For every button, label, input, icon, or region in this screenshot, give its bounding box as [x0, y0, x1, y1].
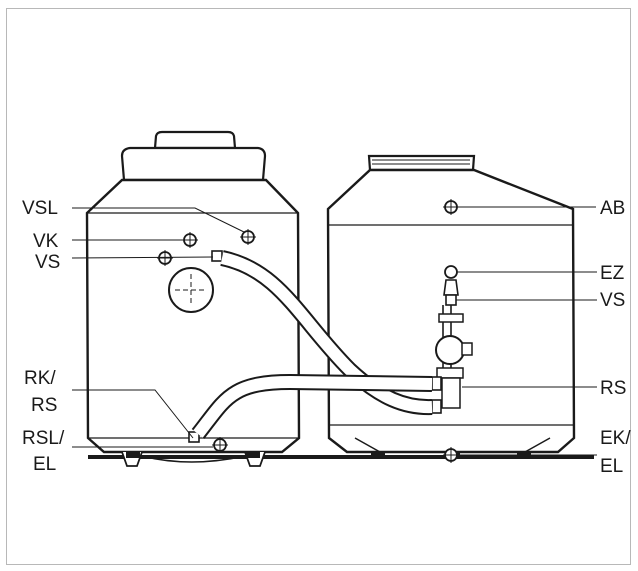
label-ek-el-2: EL: [600, 456, 623, 477]
leader-lines: [71, 206, 597, 456]
right-tank: [326, 154, 576, 463]
port-vk: [182, 232, 198, 248]
right-tank-foot-pad: [371, 451, 385, 458]
left-tank-lid: [120, 146, 267, 182]
valve-assembly: [435, 265, 473, 409]
label-ab: AB: [600, 198, 625, 219]
port-ek-el: [443, 447, 459, 463]
label-vsl: VSL: [22, 198, 58, 219]
label-rk-rs-1: RK/: [24, 368, 56, 389]
label-rsl-el-2: EL: [33, 454, 56, 475]
floor-line: [88, 455, 594, 459]
hose-supply: [220, 250, 433, 416]
label-vs-left: VS: [35, 252, 60, 273]
left-tank-foot-pad: [246, 451, 260, 458]
left-tank: [85, 130, 301, 467]
vs-fitting: [211, 250, 223, 262]
label-ek-el-1: EK/: [600, 428, 631, 449]
rk-fitting: [188, 431, 200, 443]
left-tank-foot-pad: [126, 451, 140, 458]
rs-fitting: [431, 376, 442, 391]
label-ez: EZ: [600, 263, 625, 284]
port-ez: [444, 265, 458, 279]
port-vs-left: [157, 250, 173, 266]
vs-hose-fitting: [431, 399, 442, 414]
pressure-gauge: [435, 335, 465, 365]
label-vk: VK: [33, 231, 59, 252]
label-rk-rs-2: RS: [31, 395, 57, 416]
left-tank-body: [85, 178, 301, 454]
label-rsl-el-1: RSL/: [22, 428, 65, 449]
hose-return: [191, 373, 433, 439]
label-vs-right: VS: [600, 290, 625, 311]
port-ab: [443, 199, 459, 215]
port-vsl: [240, 229, 256, 245]
left-tank-skid: [141, 455, 246, 463]
port-rsl-el: [212, 437, 228, 453]
right-tank-top-cap: [367, 154, 476, 172]
left-tank-lid-top: [153, 130, 237, 150]
label-rs-right: RS: [600, 378, 626, 399]
